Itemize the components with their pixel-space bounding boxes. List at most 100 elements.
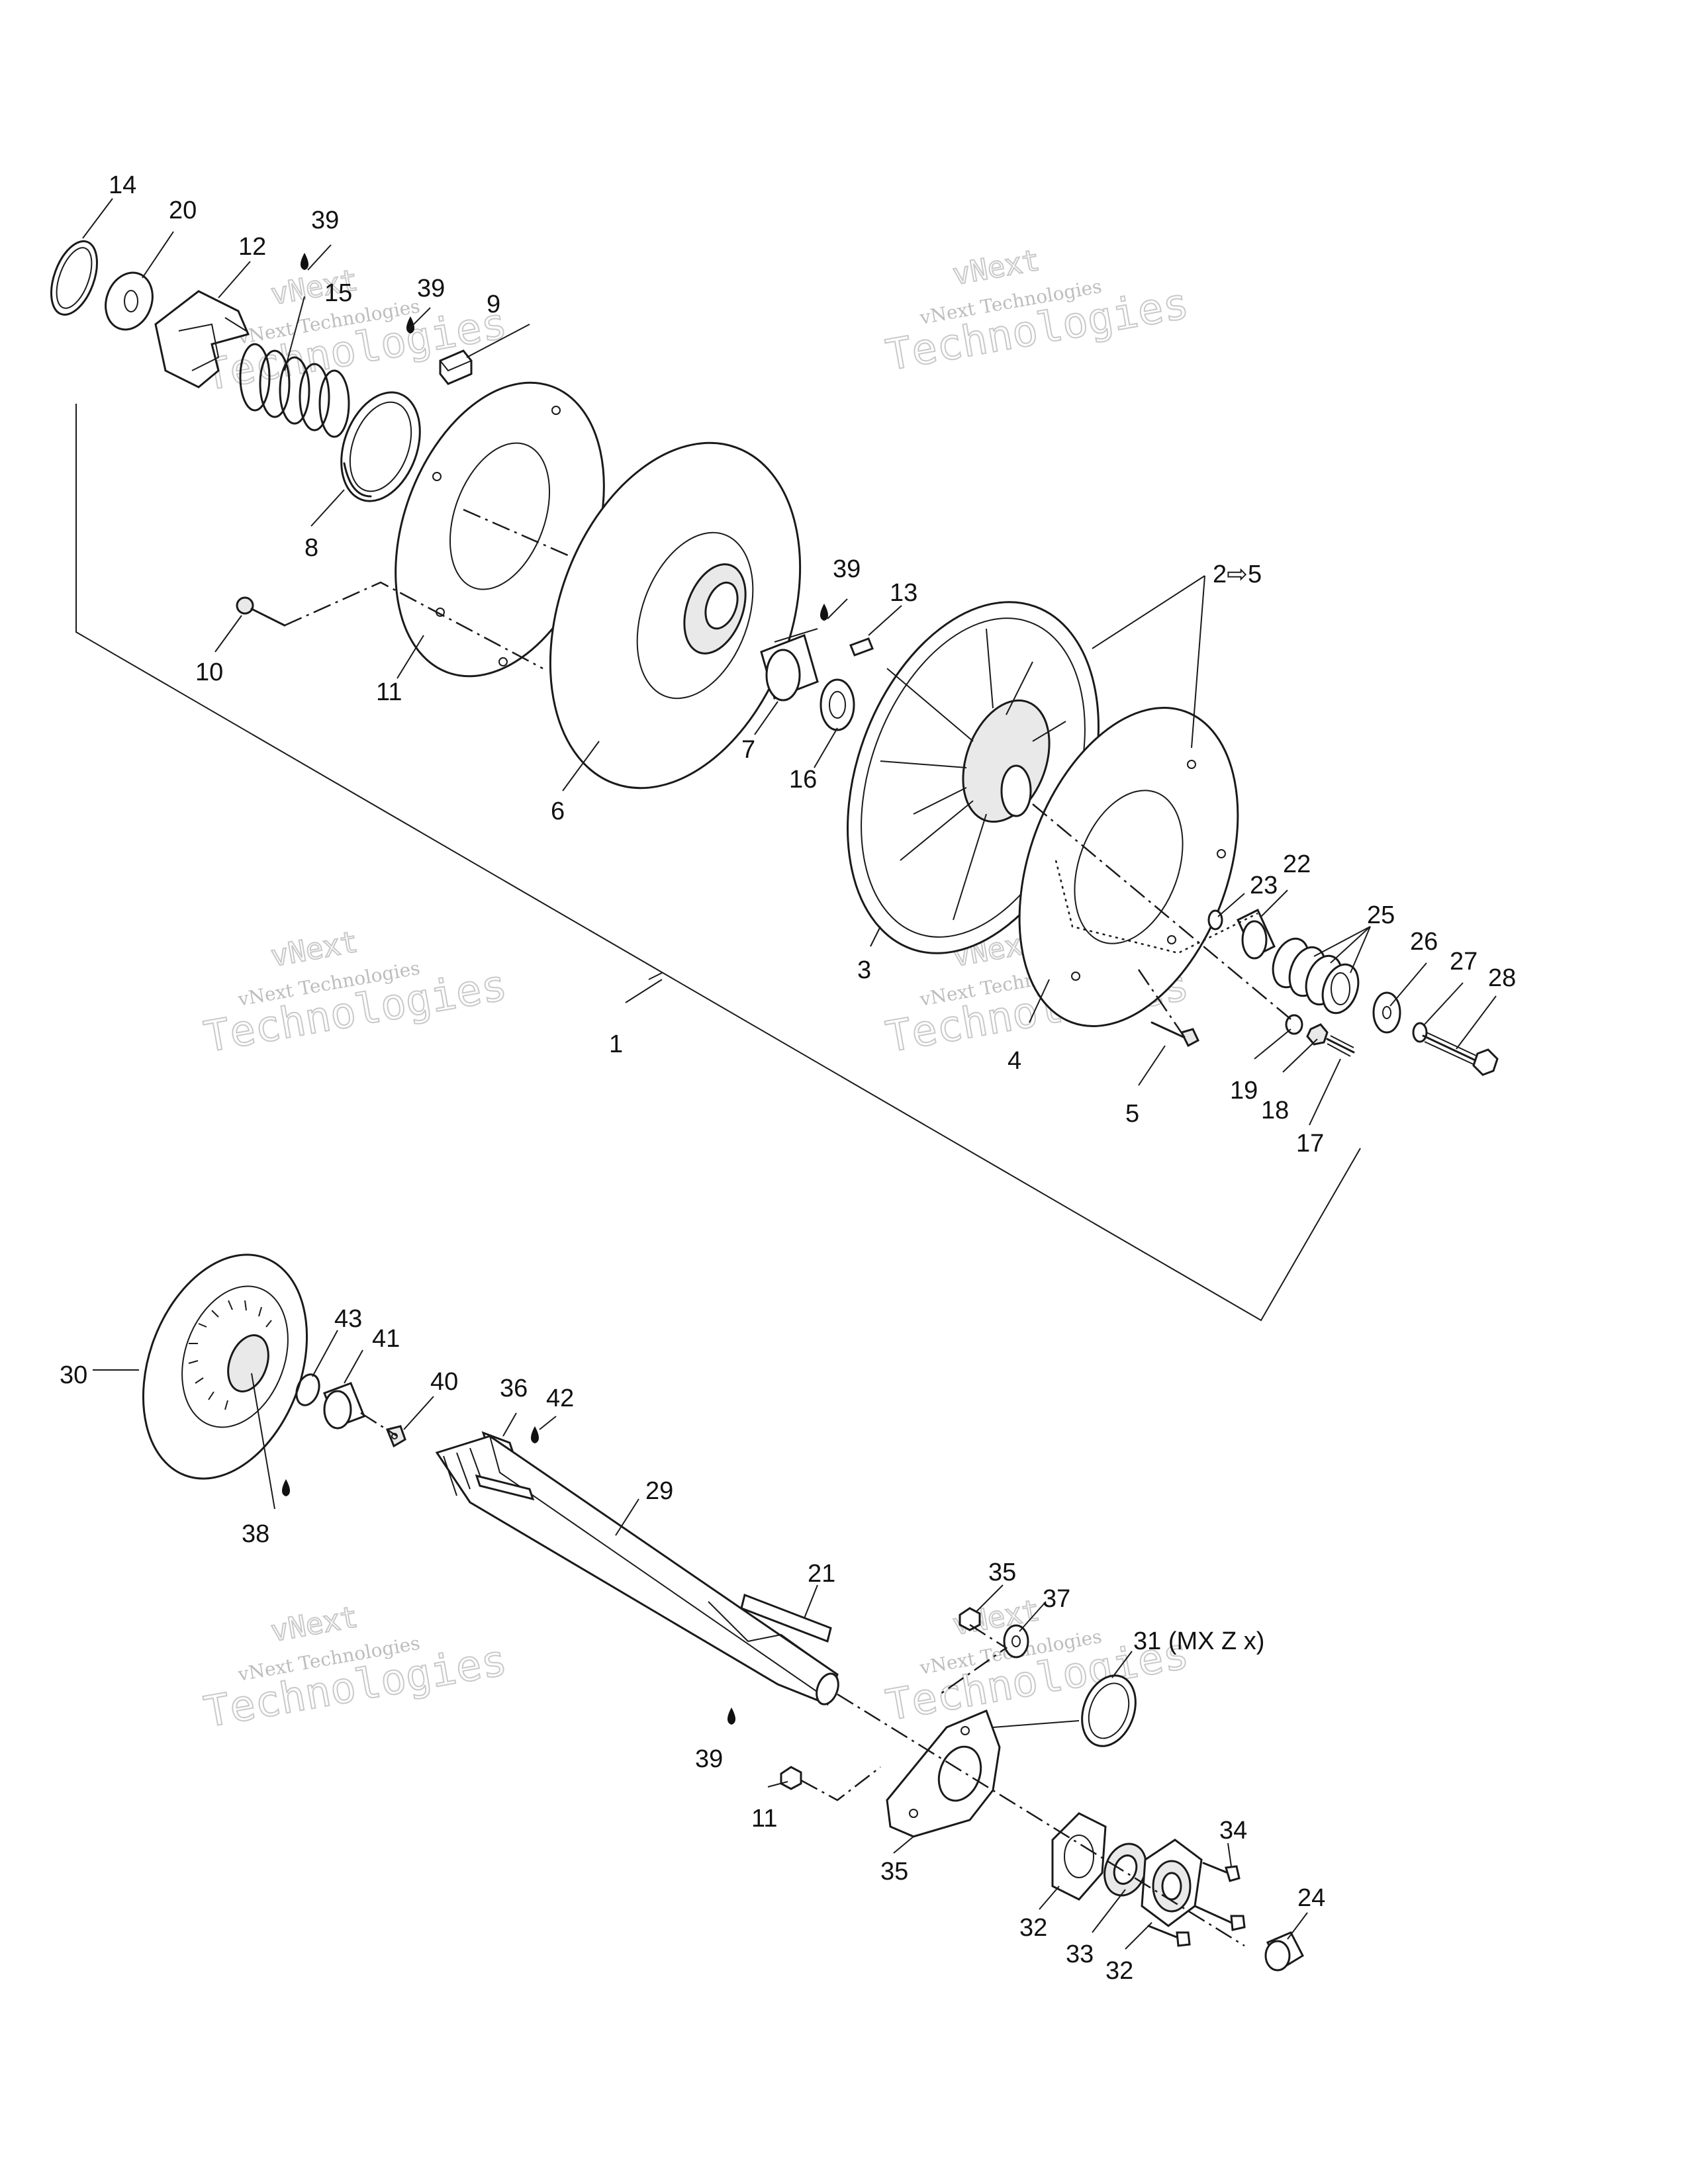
label-35a: 35 bbox=[988, 1559, 1016, 1586]
part-16-washer bbox=[820, 678, 855, 731]
label-1: 1 bbox=[609, 1030, 623, 1058]
label-20: 20 bbox=[169, 197, 197, 224]
label-3: 3 bbox=[857, 956, 871, 984]
part-30-disc bbox=[142, 1253, 308, 1480]
label-8: 8 bbox=[305, 534, 318, 562]
label-25: 25 bbox=[1367, 901, 1395, 929]
label-10: 10 bbox=[195, 659, 223, 686]
label-30: 30 bbox=[60, 1361, 87, 1389]
label-38: 38 bbox=[242, 1520, 269, 1548]
label-31: 31 (MX Z x) bbox=[1133, 1627, 1264, 1655]
label-39a: 39 bbox=[311, 206, 339, 234]
part-12-cam bbox=[154, 290, 250, 388]
part-6-sheave bbox=[549, 441, 802, 790]
part-7-bushing bbox=[760, 628, 819, 702]
label-33: 33 bbox=[1066, 1940, 1094, 1968]
part-23-washer bbox=[1207, 909, 1223, 931]
label-17: 17 bbox=[1296, 1130, 1324, 1158]
part-28-bolt bbox=[1422, 1032, 1499, 1076]
label-9: 9 bbox=[487, 291, 500, 318]
part-18-nut bbox=[1306, 1023, 1329, 1046]
label-28: 28 bbox=[1488, 964, 1516, 992]
label-32b: 32 bbox=[1105, 1957, 1133, 1985]
part-8-sleeve bbox=[340, 391, 421, 502]
part-35-bracket-plate bbox=[886, 1709, 1001, 1838]
label-2-to-5: 2⇨5 bbox=[1213, 561, 1262, 588]
grease-drop-icon bbox=[301, 253, 308, 270]
axis-line-lower-5 bbox=[992, 1720, 1080, 1728]
part-10-screw bbox=[236, 596, 286, 627]
part-34-bolt-a bbox=[1202, 1862, 1241, 1882]
axis-line-lower-4 bbox=[939, 1623, 1008, 1696]
label-26: 26 bbox=[1410, 928, 1438, 956]
label-18: 18 bbox=[1261, 1097, 1289, 1124]
part-5-screw bbox=[1150, 1021, 1199, 1048]
label-13: 13 bbox=[890, 579, 917, 607]
axis-line-lower-1 bbox=[360, 1412, 398, 1437]
axis-line-lower-2 bbox=[837, 1693, 1245, 1947]
label-4: 4 bbox=[1008, 1047, 1021, 1075]
label-37: 37 bbox=[1043, 1585, 1070, 1613]
part-11-nut-lower bbox=[780, 1766, 802, 1790]
part-4-cover bbox=[1018, 707, 1239, 1027]
part-41-bushing bbox=[323, 1382, 365, 1430]
grease-drop-icon bbox=[282, 1479, 290, 1496]
part-29-shaft bbox=[435, 1435, 839, 1706]
axis-line-upper-4 bbox=[1055, 860, 1258, 954]
part-27-washer bbox=[1412, 1022, 1428, 1043]
label-14: 14 bbox=[109, 171, 136, 199]
part-9-block bbox=[439, 349, 473, 385]
part-17-stud bbox=[1326, 1035, 1355, 1057]
label-11a: 11 bbox=[376, 678, 402, 706]
part-24-cap bbox=[1264, 1931, 1304, 1972]
label-16: 16 bbox=[789, 766, 817, 794]
axis-line-upper-2 bbox=[463, 508, 570, 557]
label-42: 42 bbox=[546, 1385, 574, 1412]
label-11b: 11 bbox=[751, 1805, 777, 1833]
label-39b: 39 bbox=[417, 275, 445, 302]
part-13-key bbox=[849, 637, 874, 657]
label-24: 24 bbox=[1297, 1884, 1325, 1912]
part-22-spacer bbox=[1237, 908, 1276, 960]
leader-lines bbox=[82, 198, 1497, 1950]
grease-drop-icon bbox=[820, 604, 828, 621]
label-7: 7 bbox=[741, 736, 755, 764]
part-37-washer bbox=[1003, 1624, 1029, 1659]
label-43: 43 bbox=[334, 1305, 362, 1333]
part-35-nut bbox=[959, 1607, 981, 1631]
part-32-flange-b bbox=[1141, 1839, 1203, 1927]
watermark-text-1: vNext bbox=[268, 925, 360, 974]
part-32-flange-a bbox=[1051, 1812, 1107, 1901]
watermark-text-1: vNext bbox=[268, 1600, 360, 1649]
label-15: 15 bbox=[324, 279, 352, 307]
axis-line-lower-3 bbox=[800, 1766, 881, 1801]
label-23: 23 bbox=[1250, 872, 1278, 899]
part-34-bolt-b bbox=[1194, 1905, 1246, 1931]
axis-line-upper-5 bbox=[1137, 969, 1186, 1038]
label-36: 36 bbox=[500, 1375, 528, 1402]
label-12: 12 bbox=[238, 233, 266, 261]
label-39c: 39 bbox=[833, 555, 861, 583]
axis-line-upper-3 bbox=[1032, 803, 1291, 1020]
part-21-key bbox=[740, 1593, 832, 1643]
label-6: 6 bbox=[551, 797, 565, 825]
label-34: 34 bbox=[1219, 1817, 1247, 1844]
label-27: 27 bbox=[1450, 948, 1477, 976]
label-39d: 39 bbox=[695, 1745, 723, 1773]
label-22: 22 bbox=[1283, 850, 1311, 878]
part-34-bolt-c bbox=[1147, 1925, 1191, 1947]
watermark-top-center: vNext vNext Technologies Technologies bbox=[882, 243, 1193, 381]
assembly-bracket bbox=[75, 404, 1361, 1322]
part-20-washer bbox=[105, 271, 154, 331]
label-41: 41 bbox=[372, 1325, 400, 1353]
label-35b: 35 bbox=[880, 1858, 908, 1886]
watermark-text-1: vNext bbox=[950, 244, 1042, 292]
label-40: 40 bbox=[430, 1368, 458, 1396]
grease-drop-icon bbox=[531, 1426, 539, 1443]
watermark-bottom-left: vNext vNext Technologies Technologies bbox=[200, 1600, 511, 1738]
part-31-seal bbox=[1081, 1674, 1137, 1747]
part-labels: 14 20 12 39 15 39 9 8 10 11 6 39 13 7 16… bbox=[60, 171, 1516, 1985]
grease-drop-icon bbox=[727, 1707, 735, 1725]
axis-line-upper-1 bbox=[284, 581, 543, 670]
